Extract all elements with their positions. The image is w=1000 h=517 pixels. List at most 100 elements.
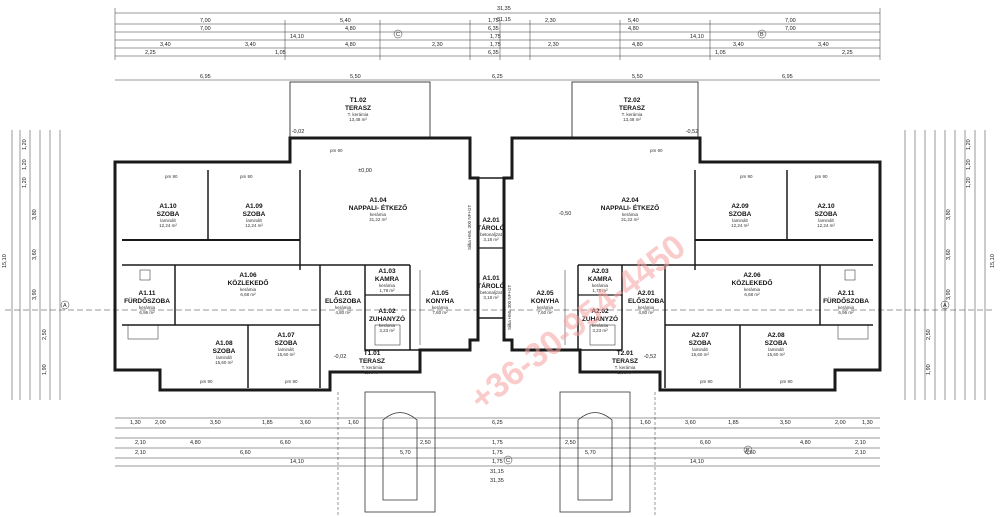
- svg-text:12,24 m²: 12,24 m²: [159, 223, 177, 228]
- dim-bot-r2-8: 2,10: [855, 440, 866, 446]
- dim-left-5: 3,90: [32, 289, 38, 300]
- dim-top-r3-1: 1,75: [490, 34, 501, 40]
- svg-text:kerámia: kerámia: [744, 287, 761, 292]
- svg-text:laminált: laminált: [732, 218, 748, 223]
- dim-right-7: 1,90: [926, 364, 932, 375]
- svg-text:A1.11: A1.11: [139, 290, 156, 297]
- level-b-main: -0,50: [559, 211, 572, 217]
- svg-text:ELŐSZOBA: ELŐSZOBA: [628, 296, 664, 305]
- axis-c-bottom: C: [506, 458, 510, 464]
- dim-top-r2-4: 7,00: [785, 26, 796, 32]
- dim-bot-total-a: 31,15: [490, 469, 504, 475]
- dim-top-r6-0: 6,95: [200, 74, 211, 80]
- svg-text:NAPPALI- ÉTKEZŐ: NAPPALI- ÉTKEZŐ: [601, 203, 659, 212]
- axis-a-right: A: [943, 303, 947, 309]
- dim-top-r5-2: 6,35: [488, 50, 499, 56]
- svg-text:15,60 m²: 15,60 m²: [691, 352, 709, 357]
- opening-label: pm 90: [740, 174, 753, 179]
- svg-text:1,78 m²: 1,78 m²: [592, 288, 608, 293]
- dim-bot-r3-5: 6,60: [745, 450, 756, 456]
- dim-bot-r1-6: 6,25: [492, 420, 503, 426]
- svg-text:SZOBA: SZOBA: [275, 340, 298, 347]
- top-dimension-texts: 31,35 31,15 7,00 5,40 1,75 2,30 5,40 7,0…: [145, 6, 853, 80]
- svg-text:3,23 m²: 3,23 m²: [592, 328, 608, 333]
- svg-text:6,96 m²: 6,96 m²: [838, 310, 854, 315]
- svg-text:TERASZ: TERASZ: [345, 105, 371, 112]
- dim-bot-r1-2: 3,50: [210, 420, 221, 426]
- svg-text:4,80 m²: 4,80 m²: [638, 310, 654, 315]
- bottom-dimension-texts: 1,30 2,00 3,50 1,85 3,60 1,60 6,25 1,60 …: [130, 420, 873, 484]
- opening-label: pm 90: [330, 148, 343, 153]
- svg-text:7,60 m²: 7,60 m²: [537, 310, 553, 315]
- svg-text:A2.11: A2.11: [838, 290, 855, 297]
- svg-text:betonaljzat: betonaljzat: [480, 232, 503, 237]
- svg-text:TERASZ: TERASZ: [359, 358, 385, 365]
- dim-top-r5-3: 1,05: [715, 50, 726, 56]
- dim-left-0: 1,20: [22, 139, 28, 150]
- dim-top-r1-2: 1,75: [488, 18, 499, 24]
- dim-bot-r1-0: 1,30: [130, 420, 141, 426]
- top-dimension-lines: [114, 8, 881, 81]
- axis-b-bottom: B: [746, 448, 750, 454]
- svg-text:12,24 m²: 12,24 m²: [731, 223, 749, 228]
- axis-c-top: C: [396, 32, 400, 38]
- svg-text:SZOBA: SZOBA: [815, 211, 838, 218]
- dim-left-6: 2,50: [42, 329, 48, 340]
- svg-text:laminált: laminált: [160, 218, 176, 223]
- opening-label: pm 90: [200, 379, 213, 384]
- svg-text:kerámia: kerámia: [592, 323, 609, 328]
- svg-text:12,24 m²: 12,24 m²: [817, 223, 835, 228]
- dim-left-2: 1,20: [22, 177, 28, 188]
- svg-text:A1.08: A1.08: [215, 340, 233, 347]
- svg-text:laminált: laminált: [768, 347, 784, 352]
- svg-text:T. kerámia: T. kerámia: [348, 112, 369, 117]
- svg-text:13,48 m²: 13,48 m²: [623, 117, 641, 122]
- dim-top-r6-4: 6,95: [782, 74, 793, 80]
- level-b-entry: -0,52: [644, 354, 657, 360]
- svg-text:SZOBA: SZOBA: [157, 211, 180, 218]
- svg-text:T. kerámia: T. kerámia: [362, 365, 383, 370]
- svg-text:laminált: laminált: [216, 355, 232, 360]
- svg-text:A2.03: A2.03: [591, 268, 609, 275]
- svg-text:A1.04: A1.04: [369, 197, 387, 204]
- dim-bot-r3-1: 6,60: [240, 450, 251, 456]
- dim-bot-r2-1: 4,80: [190, 440, 201, 446]
- dim-right-6: 2,50: [926, 329, 932, 340]
- dim-top-r1-1: 5,40: [340, 18, 351, 24]
- dim-right-5: 3,90: [946, 289, 952, 300]
- dim-top-r1-3: 2,30: [545, 18, 556, 24]
- dim-bot-r2-0: 2,10: [135, 440, 146, 446]
- svg-text:KONYHA: KONYHA: [426, 298, 454, 305]
- dim-top-r3-0: 14,10: [290, 34, 304, 40]
- dim-top-r4-8: 3,40: [818, 42, 829, 48]
- dim-top-r1-0: 7,00: [200, 18, 211, 24]
- dim-top-r4-3: 2,30: [432, 42, 443, 48]
- svg-text:6,68 m²: 6,68 m²: [744, 292, 760, 297]
- dim-top-r1-4: 5,40: [628, 18, 639, 24]
- svg-text:A1.07: A1.07: [277, 332, 295, 339]
- dim-top-r5-0: 2,25: [145, 50, 156, 56]
- svg-text:SZOBA: SZOBA: [243, 211, 266, 218]
- dim-bot-r1-9: 1,85: [728, 420, 739, 426]
- dim-bot-r1-10: 3,50: [780, 420, 791, 426]
- svg-text:7,60 m²: 7,60 m²: [432, 310, 448, 315]
- dim-bot-r2-7: 4,80: [800, 440, 811, 446]
- svg-text:kerámia: kerámia: [622, 212, 639, 217]
- dim-top-r4-1: 3,40: [245, 42, 256, 48]
- svg-text:4,80 m²: 4,80 m²: [335, 310, 351, 315]
- building-walls: [113, 81, 882, 392]
